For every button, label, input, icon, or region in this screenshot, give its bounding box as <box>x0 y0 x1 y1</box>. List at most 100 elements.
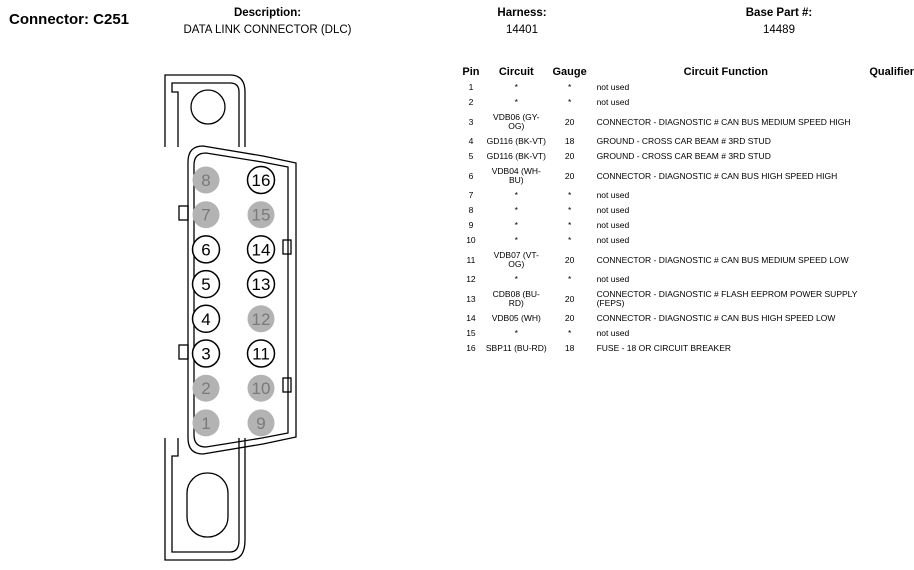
connector-pin-7: 7 <box>192 201 220 229</box>
pin-circle <box>247 409 275 437</box>
pin-circle <box>247 374 275 402</box>
pin-number-label: 15 <box>252 206 271 225</box>
pin-cell: 4 <box>468 136 474 146</box>
connector-title: Connector: C251 <box>9 11 130 28</box>
table-row: 8**not used <box>456 203 914 218</box>
circuit-cell: SBP11 (BU-RD) <box>485 343 547 353</box>
pin-cell: 7 <box>468 190 474 200</box>
pin-number-label: 2 <box>201 379 210 398</box>
function-cell: CONNECTOR - DIAGNOSTIC # FLASH EEPROM PO… <box>596 289 858 308</box>
gauge-cell: * <box>567 82 572 92</box>
left-latch-tab-lower <box>178 344 189 360</box>
pin-number-label: 3 <box>201 345 210 364</box>
function-cell: CONNECTOR - DIAGNOSTIC # CAN BUS HIGH SP… <box>596 313 836 323</box>
function-cell: not used <box>596 205 630 215</box>
pin-circle <box>192 409 220 437</box>
bottom-mounting-ear <box>164 438 246 561</box>
function-cell: not used <box>596 235 630 245</box>
pin-cell: 3 <box>468 116 474 127</box>
circuit-cell: * <box>514 205 518 215</box>
qualifier-cell <box>859 287 914 311</box>
connector-body-outer <box>187 145 297 455</box>
pin-circle <box>191 235 221 264</box>
function-cell: GROUND - CROSS CAR BEAM # 3RD STUD <box>596 136 771 146</box>
connector-pin-8: 8 <box>192 166 220 194</box>
pin-cell: 13 <box>466 293 476 304</box>
connector-body-inner <box>193 152 289 448</box>
connector-pin-5: 5 <box>191 269 221 299</box>
function-cell: not used <box>596 220 630 230</box>
pin-cell: 8 <box>468 205 474 215</box>
qualifier-cell <box>859 218 914 233</box>
pin-cell: 6 <box>468 170 474 181</box>
harness-label: Harness: <box>497 7 547 19</box>
qualifier-cell <box>859 203 914 218</box>
circuit-cell: * <box>514 220 518 230</box>
qualifier-cell <box>859 80 914 95</box>
pin-number-label: 11 <box>252 345 270 364</box>
qualifier-cell <box>859 164 914 188</box>
pin-number-label: 6 <box>201 240 210 259</box>
function-cell: not used <box>596 274 630 284</box>
circuit-cell: * <box>514 82 518 92</box>
pin-number-label: 4 <box>201 310 210 329</box>
gauge-cell: 20 <box>564 116 575 127</box>
circuit-cell: VDB05 (WH) <box>491 313 541 323</box>
pin-number-label: 5 <box>201 275 210 294</box>
pin-table: Pin Circuit Gauge Circuit Function Quali… <box>456 66 914 356</box>
table-row: 15**not used <box>456 326 914 341</box>
connector-pin-15: 15 <box>247 201 275 229</box>
pin-circle <box>247 201 275 229</box>
header-pin: Pin <box>462 66 480 78</box>
pin-circle <box>191 304 221 334</box>
qualifier-cell <box>859 95 914 110</box>
connector-pin-3: 3 <box>191 339 221 368</box>
function-cell: not used <box>596 82 630 92</box>
pin-number-label: 8 <box>201 171 210 190</box>
pin-circle <box>191 339 221 368</box>
pin-circle <box>192 201 220 229</box>
circuit-cell: VDB04 (WH-BU) <box>491 166 541 185</box>
pin-cell: 5 <box>468 151 474 161</box>
table-row: 1**not used <box>456 80 914 95</box>
circuit-cell: GD116 (BK-VT) <box>486 151 546 161</box>
connector-pin-14: 14 <box>246 235 276 264</box>
header-qualifier: Qualifier <box>869 66 914 78</box>
function-cell: not used <box>596 97 630 107</box>
header-gauge: Gauge <box>552 66 587 78</box>
qualifier-cell <box>859 233 914 248</box>
base-part-label: Base Part #: <box>745 7 813 19</box>
pin-number-label: 10 <box>252 379 271 398</box>
connector-pin-13: 13 <box>246 269 276 299</box>
circuit-cell: CDB08 (BU-RD) <box>492 289 540 308</box>
gauge-cell: * <box>567 190 572 200</box>
pin-number-label: 13 <box>252 275 271 294</box>
gauge-cell: * <box>567 274 572 284</box>
harness-block: Harness: 14401 <box>480 7 564 36</box>
pin-cell: 2 <box>468 97 474 107</box>
pin-circle <box>246 235 276 264</box>
function-cell: FUSE - 18 OR CIRCUIT BREAKER <box>596 343 732 353</box>
gauge-cell: 20 <box>564 254 575 265</box>
pin-circle <box>191 269 221 299</box>
table-row: 7**not used <box>456 188 914 203</box>
qualifier-cell <box>859 311 914 326</box>
base-part-value: 14489 <box>763 24 795 36</box>
gauge-cell: 20 <box>564 293 575 304</box>
pin-cell: 12 <box>466 274 476 284</box>
base-part-block: Base Part #: 14489 <box>730 7 828 36</box>
harness-value: 14401 <box>506 24 538 36</box>
gauge-cell: 18 <box>564 343 575 353</box>
gauge-cell: * <box>567 97 572 107</box>
header-circuit: Circuit <box>498 66 534 78</box>
top-mounting-hole <box>190 89 226 125</box>
table-row: 9**not used <box>456 218 914 233</box>
circuit-cell: VDB06 (GY-OG) <box>493 112 540 131</box>
